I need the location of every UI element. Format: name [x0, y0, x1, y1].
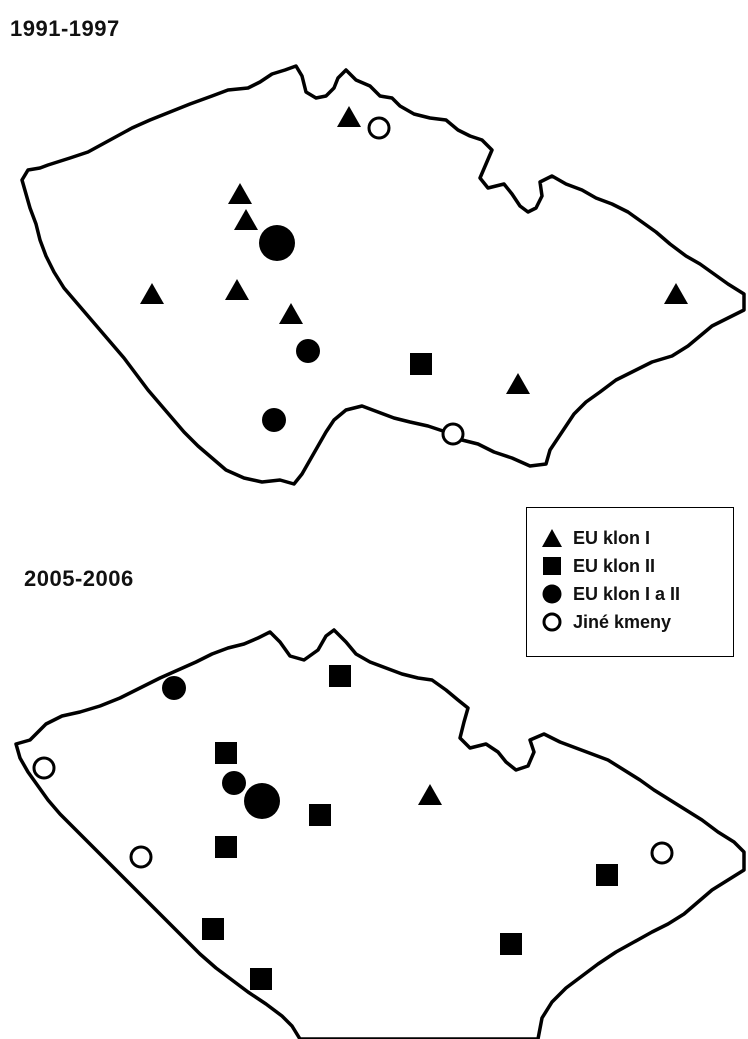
triangle-marker	[234, 209, 258, 230]
large-filled-circle-marker	[244, 783, 280, 819]
period-label-1991-1997: 1991-1997	[10, 16, 120, 41]
square-marker-icon	[543, 557, 561, 575]
legend-label: EU klon I	[573, 527, 651, 548]
triangle-marker	[225, 279, 249, 300]
filled-circle-marker	[296, 339, 320, 363]
open-circle-marker	[441, 422, 465, 446]
triangle-marker	[418, 784, 442, 805]
czech-border-outline	[14, 628, 746, 1039]
open-circle-marker-icon	[542, 612, 562, 632]
filled-circle-marker	[262, 408, 286, 432]
czech-border-outline	[20, 64, 746, 486]
square-marker	[215, 742, 237, 764]
square-marker	[596, 864, 618, 886]
square-marker	[202, 918, 224, 940]
square-marker	[500, 933, 522, 955]
triangle-marker	[506, 373, 530, 394]
legend-item-eu-klon-i-a-ii: EU klon I a II	[541, 580, 733, 608]
open-circle-marker	[650, 841, 674, 865]
square-marker	[309, 804, 331, 826]
filled-circle-marker	[222, 771, 246, 795]
legend-item-eu-klon-ii: EU klon II	[541, 552, 733, 580]
open-circle-marker	[367, 116, 391, 140]
legend-label: EU klon I a II	[573, 583, 681, 604]
triangle-marker	[228, 183, 252, 204]
triangle-marker	[140, 283, 164, 304]
map-czech-republic-1991-1997	[20, 64, 746, 486]
square-marker	[250, 968, 272, 990]
period-label-2005-2006: 2005-2006	[24, 566, 134, 591]
square-marker	[410, 353, 432, 375]
markers-2005-2006	[32, 665, 674, 990]
filled-circle-marker-icon	[542, 584, 562, 604]
markers-1991-1997	[140, 106, 688, 446]
open-circle-marker	[129, 845, 153, 869]
triangle-marker-icon	[542, 529, 562, 547]
legend-item-jine-kmeny: Jiné kmeny	[541, 608, 733, 636]
filled-circle-marker	[162, 676, 186, 700]
legend-label: EU klon II	[573, 555, 656, 576]
triangle-marker	[337, 106, 361, 127]
legend-label: Jiné kmeny	[573, 611, 672, 632]
map-legend: EU klon I EU klon II EU klon I a II Jiné…	[526, 507, 734, 657]
large-filled-circle-marker	[259, 225, 295, 261]
legend-item-eu-klon-i: EU klon I	[541, 524, 733, 552]
square-marker	[215, 836, 237, 858]
open-circle-marker	[32, 756, 56, 780]
square-marker	[329, 665, 351, 687]
triangle-marker	[279, 303, 303, 324]
triangle-marker	[664, 283, 688, 304]
